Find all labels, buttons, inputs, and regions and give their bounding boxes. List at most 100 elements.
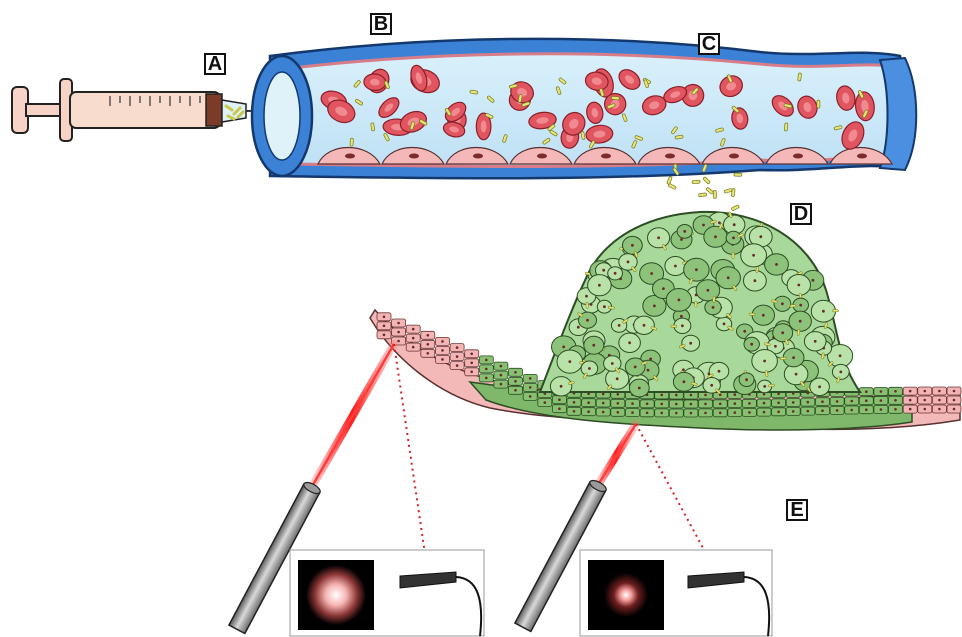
cell-nucleus	[529, 377, 532, 380]
bound-nanoparticle	[586, 302, 589, 308]
cell-nucleus	[617, 393, 620, 396]
cell-nucleus	[894, 408, 897, 411]
cell-nucleus	[627, 261, 630, 264]
cell-nucleus	[665, 154, 675, 159]
cell-nucleus	[689, 342, 692, 345]
cell-nucleus	[763, 360, 766, 363]
cell-nucleus	[894, 390, 897, 393]
cell-nucleus	[734, 411, 737, 414]
nanoparticle	[734, 173, 742, 176]
cell-nucleus	[628, 341, 631, 344]
cell-nucleus	[777, 402, 780, 405]
cell-nucleus	[781, 302, 784, 305]
cell-nucleus	[865, 408, 868, 411]
cell-nucleus	[880, 408, 883, 411]
nanoparticle	[350, 138, 353, 146]
bound-nanoparticle	[768, 384, 774, 387]
cell-nucleus	[602, 402, 605, 405]
cell-nucleus	[807, 410, 810, 413]
cell-nucleus	[585, 295, 588, 298]
cell-nucleus	[587, 401, 590, 404]
cell-nucleus	[500, 374, 503, 377]
cell-nucleus	[662, 287, 665, 290]
cell-nucleus	[427, 334, 430, 337]
cell-nucleus	[839, 354, 842, 357]
cell-nucleus	[733, 223, 736, 226]
cell-nucleus	[631, 402, 634, 405]
cell-nucleus	[924, 399, 927, 402]
cell-nucleus	[799, 320, 802, 323]
light-spot	[604, 573, 648, 617]
cell-nucleus	[865, 390, 868, 393]
bound-nanoparticle	[695, 301, 697, 307]
nanoparticle	[692, 180, 700, 184]
cell-nucleus	[660, 403, 663, 406]
nanoparticle	[371, 123, 375, 131]
cell-nucleus	[617, 402, 620, 405]
cell-nucleus	[781, 331, 784, 334]
cell-nucleus	[485, 377, 488, 380]
cell-nucleus	[617, 411, 620, 414]
cell-nucleus	[702, 224, 705, 227]
cell-nucleus	[734, 393, 737, 396]
cell-nucleus	[909, 399, 912, 402]
cell-nucleus	[544, 401, 547, 404]
cell-nucleus	[719, 412, 722, 415]
cell-nucleus	[616, 377, 619, 380]
cell-nucleus	[680, 315, 683, 318]
cell-nucleus	[718, 370, 721, 373]
bound-nanoparticle	[780, 357, 786, 360]
cell-nucleus	[880, 390, 883, 393]
cell-nucleus	[818, 385, 821, 388]
nanoparticle	[698, 193, 706, 197]
cell-nucleus	[383, 325, 386, 328]
cell-nucleus	[953, 390, 956, 393]
cell-nucleus	[470, 371, 473, 374]
cell-nucleus	[762, 314, 765, 317]
cell-nucleus	[674, 265, 677, 268]
cell-nucleus	[793, 154, 803, 159]
cell-nucleus	[690, 394, 693, 397]
cell-nucleus	[646, 403, 649, 406]
cell-nucleus	[560, 385, 563, 388]
cell-nucleus	[441, 358, 444, 361]
bound-nanoparticle	[822, 353, 825, 359]
cell-nucleus	[750, 343, 753, 346]
cell-nucleus	[456, 364, 459, 367]
nanoparticle	[703, 177, 711, 185]
cell-nucleus	[799, 304, 802, 307]
cell-nucleus	[797, 284, 800, 287]
cell-nucleus	[573, 401, 576, 404]
cell-nucleus	[710, 384, 713, 387]
cell-nucleus	[792, 410, 795, 413]
cell-nucleus	[675, 403, 678, 406]
cell-nucleus	[587, 410, 590, 413]
cell-nucleus	[660, 394, 663, 397]
cell-nucleus	[592, 344, 595, 347]
label-a: A	[204, 53, 226, 75]
nanoparticle	[724, 188, 733, 193]
cell-nucleus	[748, 402, 751, 405]
cell-nucleus	[953, 399, 956, 402]
cell-nucleus	[412, 328, 415, 331]
cell-nucleus	[924, 408, 927, 411]
cell-nucleus	[865, 399, 868, 402]
cell-nucleus	[657, 236, 660, 239]
cell-nucleus	[562, 346, 565, 349]
cell-nucleus	[643, 324, 646, 327]
cell-nucleus	[822, 310, 825, 313]
bound-nanoparticle	[671, 325, 677, 328]
cell-nucleus	[763, 402, 766, 405]
cell-nucleus	[704, 403, 707, 406]
cell-nucleus	[631, 244, 634, 247]
cell-nucleus	[634, 366, 637, 369]
cell-nucleus	[821, 409, 824, 412]
cell-nucleus	[383, 334, 386, 337]
cell-nucleus	[660, 412, 663, 415]
cell-nucleus	[397, 340, 400, 343]
cell-nucleus	[568, 360, 571, 363]
cell-nucleus	[704, 412, 707, 415]
cell-nucleus	[745, 378, 748, 381]
cell-nucleus	[734, 402, 737, 405]
